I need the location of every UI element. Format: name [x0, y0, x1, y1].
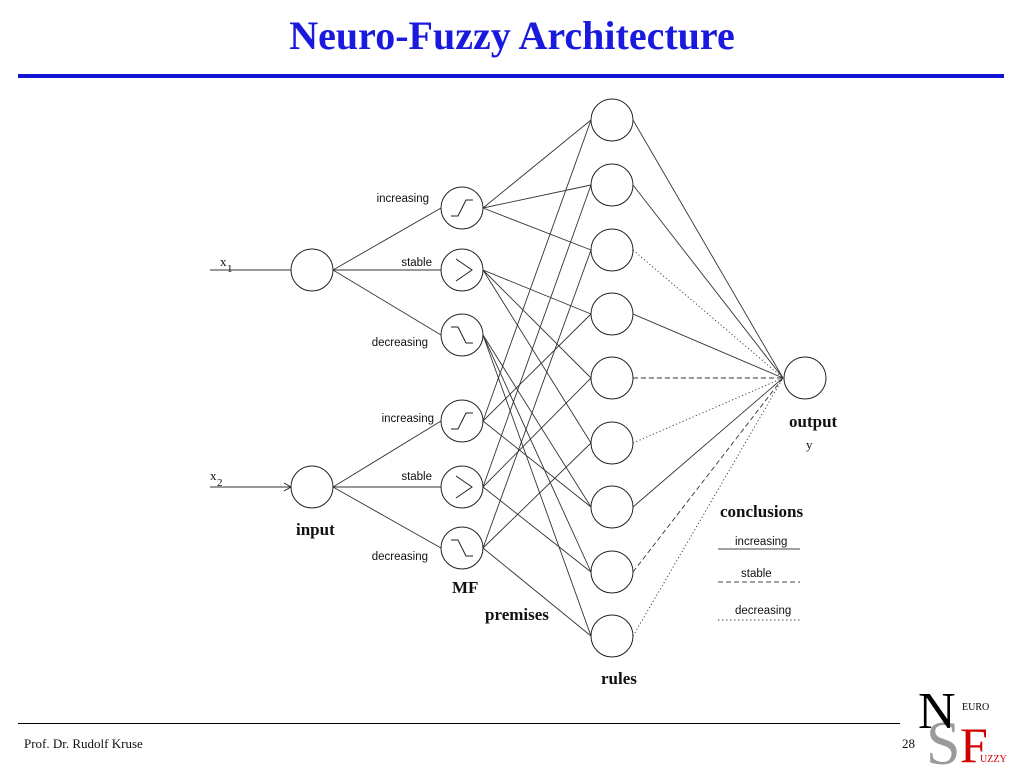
mf-glyph-stable-4	[455, 475, 473, 499]
conclusions-title: conclusions	[720, 502, 804, 521]
edge-mf2-rule8	[482, 334, 592, 637]
edge-input1-mf0	[332, 207, 442, 271]
legend-label-stable: stable	[741, 568, 772, 580]
edge-rule1-output	[632, 184, 784, 379]
mf-label-x1-increasing: increasing	[377, 193, 429, 205]
mf-node-4	[440, 465, 484, 509]
edge-mf1-rule4	[482, 269, 592, 379]
edge-mf0-rule1	[482, 184, 592, 209]
edge-mf0-rule0	[482, 119, 592, 209]
mf-glyph-increasing-3	[451, 412, 473, 430]
mf-glyph-stable-1	[455, 258, 473, 282]
mf-label-x2-decreasing: decreasing	[372, 551, 428, 563]
edge-rule3-output	[632, 313, 784, 379]
rule-node-5	[590, 356, 634, 400]
rule-node-8	[590, 550, 634, 594]
title-divider	[18, 74, 1004, 78]
mf-label-x1-stable: stable	[401, 257, 432, 269]
edge-mf3-rule0	[482, 119, 592, 422]
input-node-x1	[290, 248, 334, 292]
network-nodes	[283, 98, 827, 658]
edge-mf3-rule6	[482, 420, 592, 508]
edge-mf4-rule7	[482, 486, 592, 573]
input-node-x2	[290, 465, 334, 509]
edge-mf4-rule4	[482, 377, 592, 488]
connection-lines	[210, 119, 784, 637]
layer-label-mf: MF	[452, 578, 478, 597]
edge-rule8-output	[632, 377, 784, 637]
edge-mf5-rule2	[482, 249, 592, 549]
layer-label-rules: rules	[601, 669, 637, 688]
rule-node-1	[590, 98, 634, 142]
edge-input1-mf2	[332, 269, 442, 336]
edge-mf5-rule5	[482, 442, 592, 549]
logo-letter-n: N	[918, 683, 956, 740]
edge-rule5-output	[632, 377, 784, 444]
legend-label-increasing: increasing	[735, 536, 787, 548]
edge-input2-mf3	[332, 420, 442, 488]
rule-node-2	[590, 163, 634, 207]
edge-rule6-output	[632, 377, 784, 508]
mf-node-1	[440, 248, 484, 292]
footer-divider	[18, 723, 900, 724]
mf-glyph-increasing-0	[451, 199, 473, 217]
page-number: 28	[902, 736, 915, 751]
input-x1-subscript: 1	[227, 263, 233, 275]
rule-node-4	[590, 292, 634, 336]
legend-label-decreasing: decreasing	[735, 605, 791, 617]
rule-node-7	[590, 485, 634, 529]
rule-node-6	[590, 421, 634, 465]
rule-node-3	[590, 228, 634, 272]
input-x1-symbol: x	[220, 254, 227, 269]
mf-glyph-decreasing-5	[451, 539, 473, 557]
edge-rule0-output	[632, 119, 784, 379]
mf-label-x1-decreasing: decreasing	[372, 337, 428, 349]
slide-title: Neuro-Fuzzy Architecture	[289, 13, 735, 58]
mf-glyph-decreasing-2	[451, 326, 473, 344]
edge-mf3-rule3	[482, 313, 592, 422]
edge-rule7-output	[632, 377, 784, 573]
edge-mf5-rule8	[482, 547, 592, 637]
mf-label-x2-increasing: increasing	[382, 413, 434, 425]
rule-node-9	[590, 614, 634, 658]
mf-label-x2-stable: stable	[401, 471, 432, 483]
edge-mf1-rule5	[482, 269, 592, 444]
input-x2-subscript: 2	[217, 477, 223, 489]
logo-letter-f: F	[960, 717, 988, 766]
nfs-logo: S N F EURO UZZY	[918, 683, 1007, 766]
layer-label-output: output	[789, 412, 838, 431]
layer-label-premises: premises	[485, 605, 549, 624]
input-x2-symbol: x	[210, 468, 217, 483]
logo-letter-s: S	[926, 710, 960, 766]
logo-word-uzzy: UZZY	[980, 754, 1007, 765]
edge-mf0-rule2	[482, 207, 592, 251]
edge-mf2-rule6	[482, 334, 592, 508]
footer-author: Prof. Dr. Rudolf Kruse	[24, 736, 143, 751]
edge-mf1-rule3	[482, 269, 592, 315]
edge-input2-mf5	[332, 486, 442, 549]
logo-word-euro: EURO	[962, 702, 989, 713]
edge-mf2-rule7	[482, 334, 592, 573]
output-node	[783, 356, 827, 400]
layer-label-input: input	[296, 520, 335, 539]
edge-rule2-output	[632, 249, 784, 379]
edge-mf4-rule1	[482, 184, 592, 488]
output-variable-label: y	[806, 437, 813, 452]
